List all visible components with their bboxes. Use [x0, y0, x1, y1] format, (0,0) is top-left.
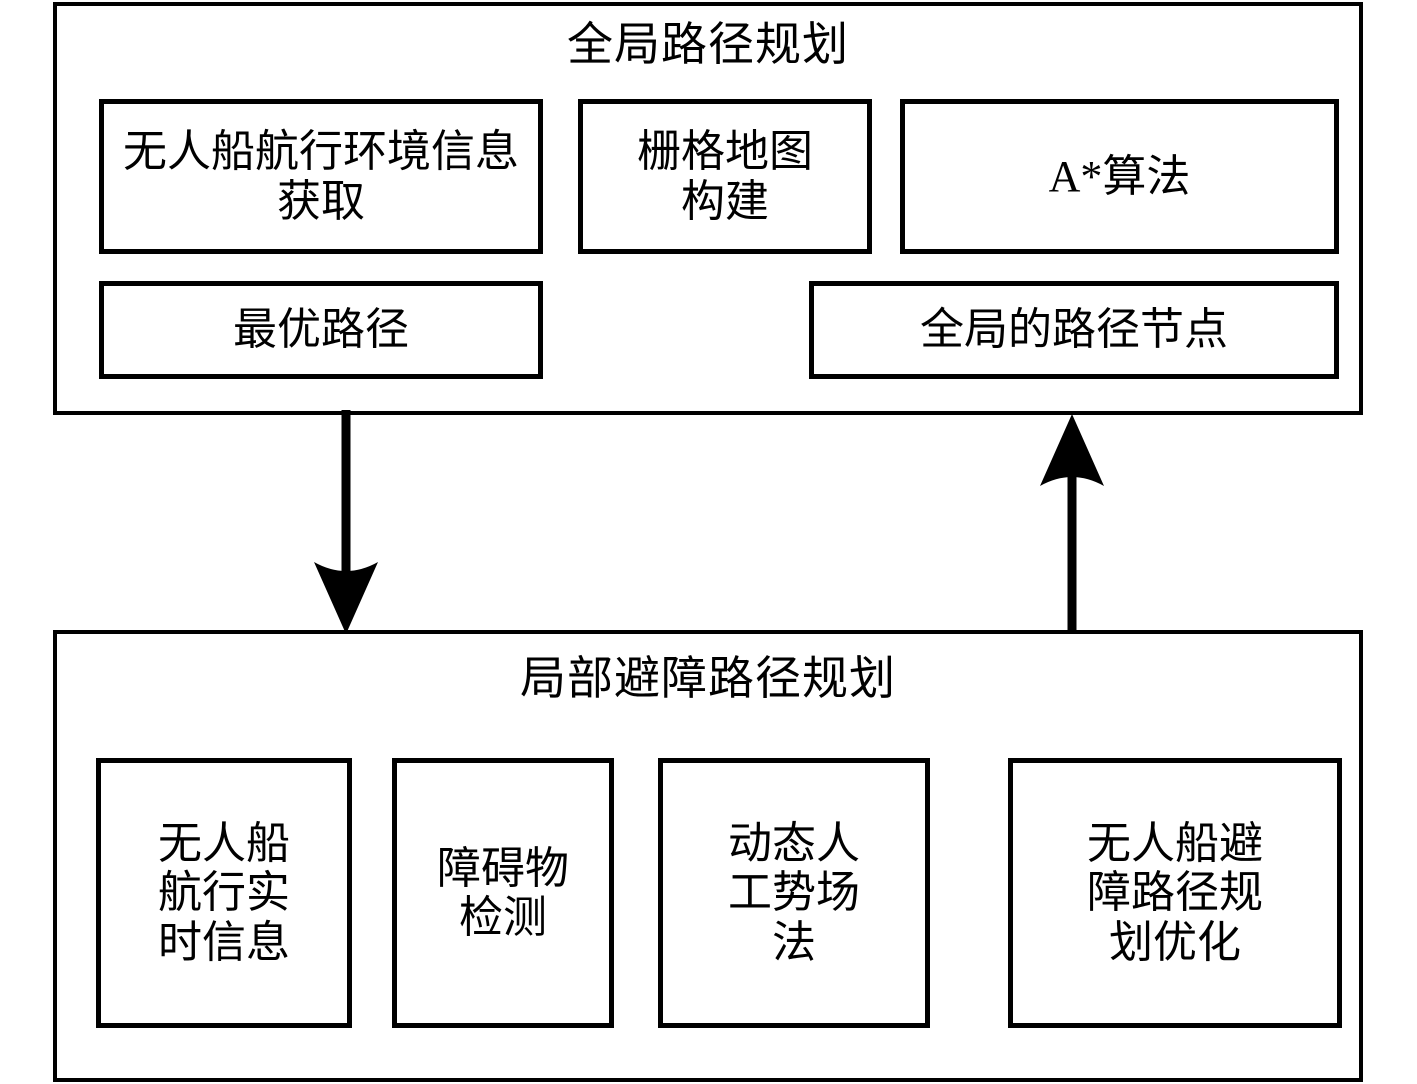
connector-global-to-local: [314, 410, 378, 634]
panel-local-obstacle-avoidance: 局部避障路径规划 无人船航行实时信息 障碍物检测 动态人工势场法 无人船避障路径…: [53, 630, 1363, 1082]
node-optimal-path[interactable]: 最优路径: [99, 281, 543, 379]
node-obstacle-detection-label: 障碍物检测: [436, 843, 569, 942]
node-dynamic-apf-method[interactable]: 动态人工势场法: [658, 758, 930, 1028]
node-a-star-algorithm-label: A*算法: [1048, 151, 1191, 201]
node-global-path-nodes[interactable]: 全局的路径节点: [809, 281, 1339, 379]
connector-local-to-global: [1040, 414, 1104, 636]
panel-local-title: 局部避障路径规划: [520, 653, 896, 704]
node-usv-avoidance-optimization[interactable]: 无人船避障路径规划优化: [1008, 758, 1342, 1028]
node-grid-map-construction[interactable]: 栅格地图构建: [578, 99, 872, 254]
node-global-path-nodes-label: 全局的路径节点: [920, 305, 1228, 355]
node-grid-map-construction-label: 栅格地图构建: [637, 127, 813, 226]
panel-global-title: 全局路径规划: [567, 19, 849, 70]
node-dynamic-apf-method-label: 动态人工势场法: [727, 819, 860, 967]
node-usv-environment-info[interactable]: 无人船航行环境信息获取: [99, 99, 543, 254]
node-usv-realtime-info-label: 无人船航行实时信息: [157, 819, 290, 967]
node-usv-realtime-info[interactable]: 无人船航行实时信息: [96, 758, 352, 1028]
node-usv-environment-info-label: 无人船航行环境信息获取: [122, 127, 519, 226]
panel-global-path-planning: 全局路径规划 无人船航行环境信息获取 栅格地图构建 A*算法 最优路径 全局的路…: [53, 2, 1363, 415]
node-obstacle-detection[interactable]: 障碍物检测: [392, 758, 614, 1028]
node-a-star-algorithm[interactable]: A*算法: [900, 99, 1339, 254]
node-usv-avoidance-optimization-label: 无人船避障路径规划优化: [1087, 819, 1263, 967]
node-optimal-path-label: 最优路径: [233, 305, 409, 355]
